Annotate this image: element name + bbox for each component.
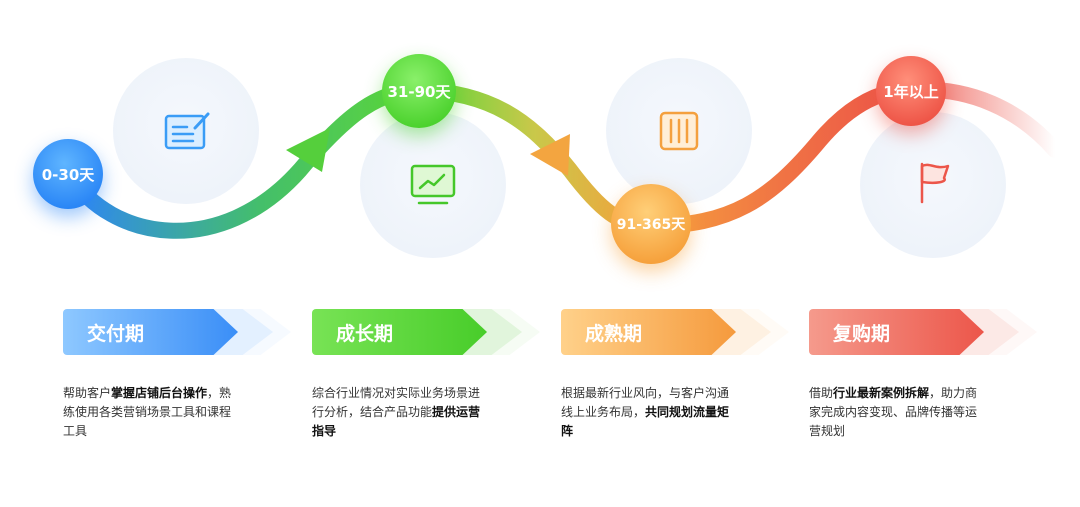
desc-highlight: 行业最新案例拆解 bbox=[833, 386, 930, 400]
phase-banner-2: 成长期 bbox=[312, 309, 542, 355]
phase-3-description: 根据最新行业风向，与客户沟通线上业务布局，共同规划流量矩阵 bbox=[561, 384, 731, 441]
stage-1-range-node: 0-30天 bbox=[33, 139, 103, 209]
desc-highlight: 提供运营指导 bbox=[312, 405, 481, 438]
desc-text: 综合行业情况对实际业务场景进行分析，结合产品功能 bbox=[312, 386, 481, 419]
arrow-green-icon bbox=[286, 128, 330, 172]
phase-3-label: 成熟期 bbox=[561, 309, 736, 355]
phase-banner-4: 复购期 bbox=[809, 309, 1039, 355]
columns-panel-icon bbox=[659, 111, 699, 151]
desc-highlight: 掌握店铺后台操作 bbox=[111, 386, 208, 400]
desc-text: 根据最新行业风向，与客户沟通线上业务布局， bbox=[561, 386, 730, 419]
phase-1-label: 交付期 bbox=[63, 309, 238, 355]
stage-2-range-node: 31-90天 bbox=[382, 54, 456, 128]
desc-text: ，熟练使用各类营销场景工具和课程工具 bbox=[63, 386, 232, 438]
desc-highlight: 共同规划流量矩阵 bbox=[561, 405, 730, 438]
stage-3-range-node: 91-365天 bbox=[611, 184, 691, 264]
phase-1-description: 帮助客户掌握店铺后台操作，熟练使用各类营销场景工具和课程工具 bbox=[63, 384, 233, 441]
phase-banner-3: 成熟期 bbox=[561, 309, 791, 355]
phase-2-label: 成长期 bbox=[312, 309, 487, 355]
desc-text: ，助力商家完成内容变现、品牌传播等运营规划 bbox=[809, 386, 978, 438]
document-edit-icon bbox=[164, 112, 210, 150]
monitor-chart-icon bbox=[410, 164, 456, 205]
phase-2-description: 综合行业情况对实际业务场景进行分析，结合产品功能提供运营指导 bbox=[312, 384, 482, 441]
stage-4-icon-bg bbox=[860, 112, 1006, 258]
flag-icon bbox=[920, 162, 950, 204]
phase-banner-1: 交付期 bbox=[63, 309, 293, 355]
phase-4-label: 复购期 bbox=[809, 309, 984, 355]
desc-text: 帮助客户 bbox=[63, 386, 112, 400]
arrow-orange-icon bbox=[530, 134, 570, 176]
desc-text: 借助 bbox=[809, 386, 834, 400]
stage-4-range-node: 1年以上 bbox=[876, 56, 946, 126]
phase-4-description: 借助行业最新案例拆解，助力商家完成内容变现、品牌传播等运营规划 bbox=[809, 384, 979, 441]
